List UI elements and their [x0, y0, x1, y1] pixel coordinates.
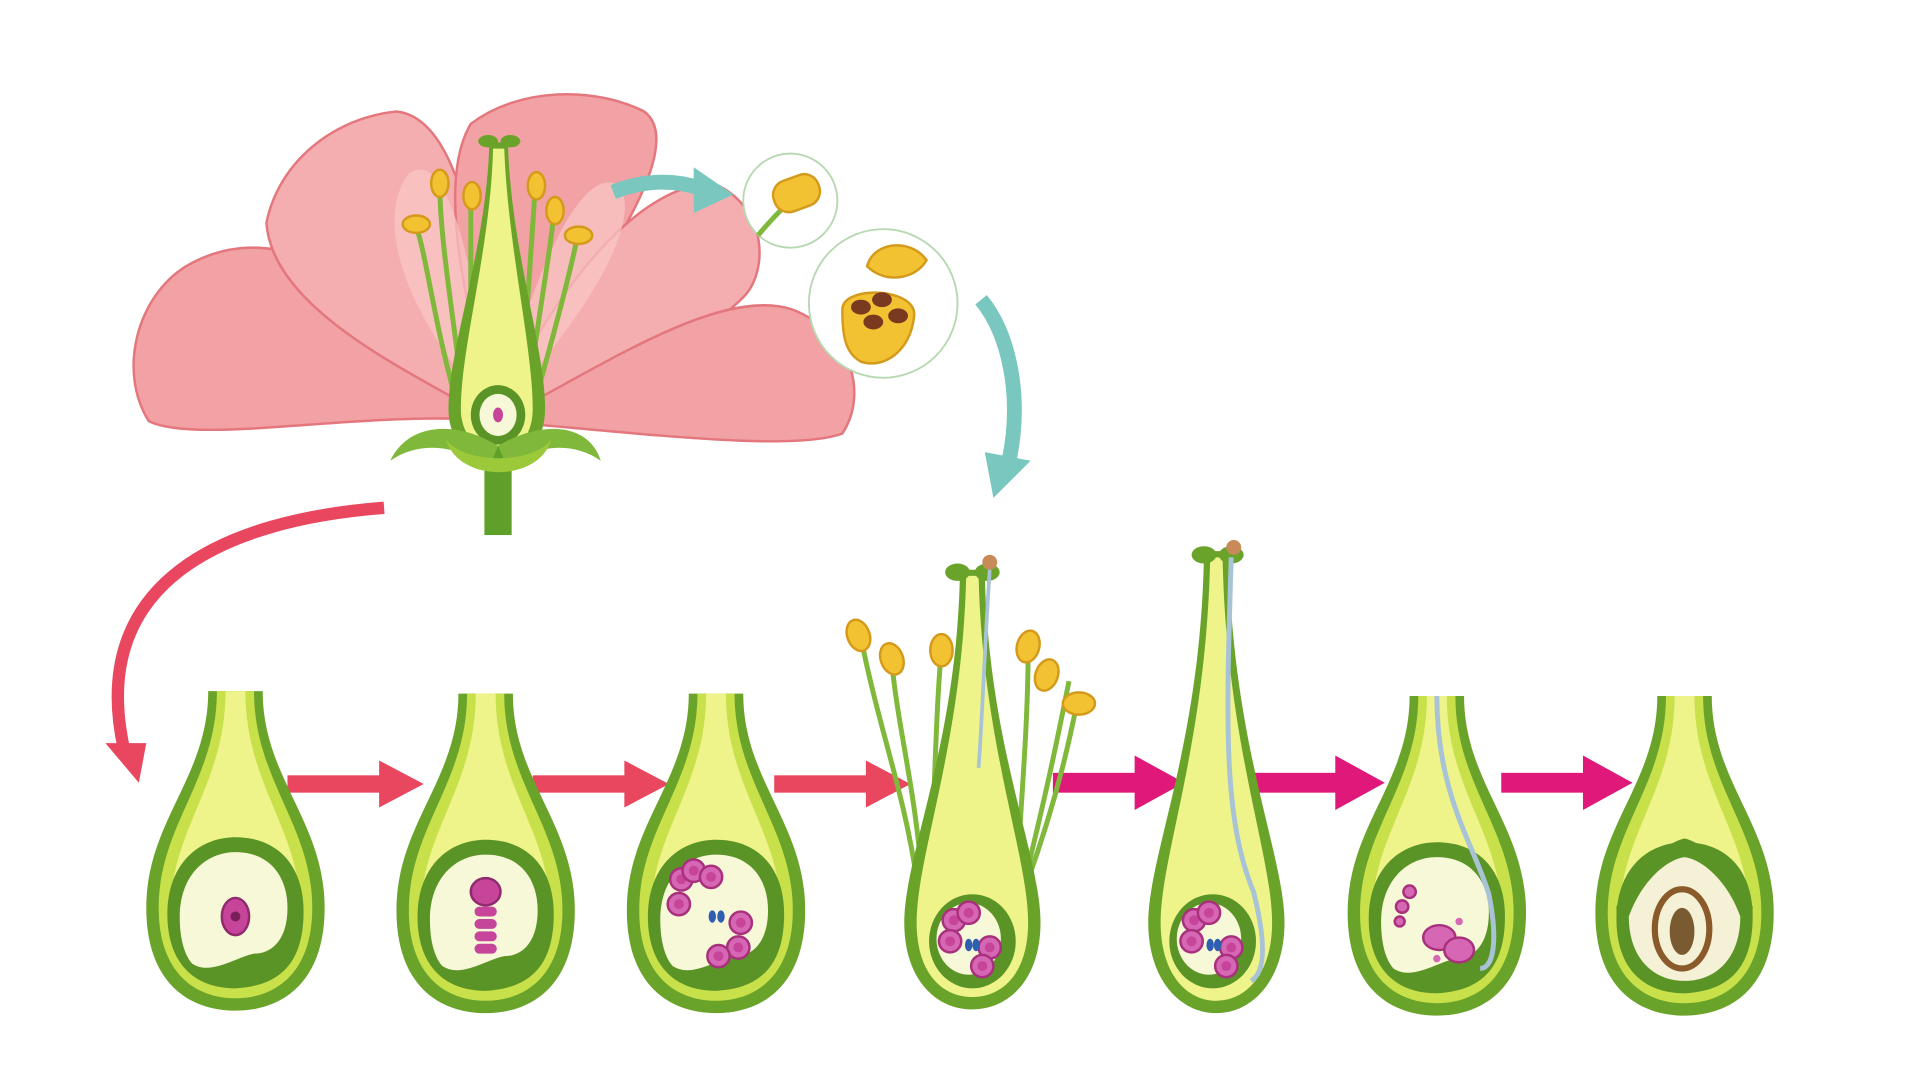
arrow-to-pollination — [975, 295, 1022, 460]
arrow-6 — [1501, 755, 1633, 810]
anthers — [401, 168, 594, 246]
arrow-1 — [287, 760, 424, 808]
sepals-and-stem — [390, 428, 601, 536]
ovule-stage-7-seed — [1595, 696, 1774, 1016]
arrow-3 — [774, 760, 911, 808]
arrow-4 — [1052, 755, 1185, 810]
arrow-2 — [532, 760, 669, 808]
arrow-5 — [1253, 755, 1385, 810]
ovule-stage-3 — [626, 693, 806, 1014]
ovule-stage-1 — [146, 691, 325, 1011]
arrow-to-anther — [610, 174, 703, 199]
red-curved-arrow — [105, 501, 385, 783]
ovule-stage-4-pollination — [845, 554, 1097, 1010]
ovule-stage-5-pollen-tube — [1148, 540, 1285, 1014]
ovule-stage-2 — [396, 693, 575, 1014]
flower — [132, 93, 856, 536]
stage-arrows — [287, 755, 1633, 810]
pistil — [448, 135, 546, 465]
ovule-stage-6-fertilization — [1347, 696, 1527, 1016]
teal-arrows — [610, 167, 1031, 498]
anther-detail — [742, 152, 959, 379]
